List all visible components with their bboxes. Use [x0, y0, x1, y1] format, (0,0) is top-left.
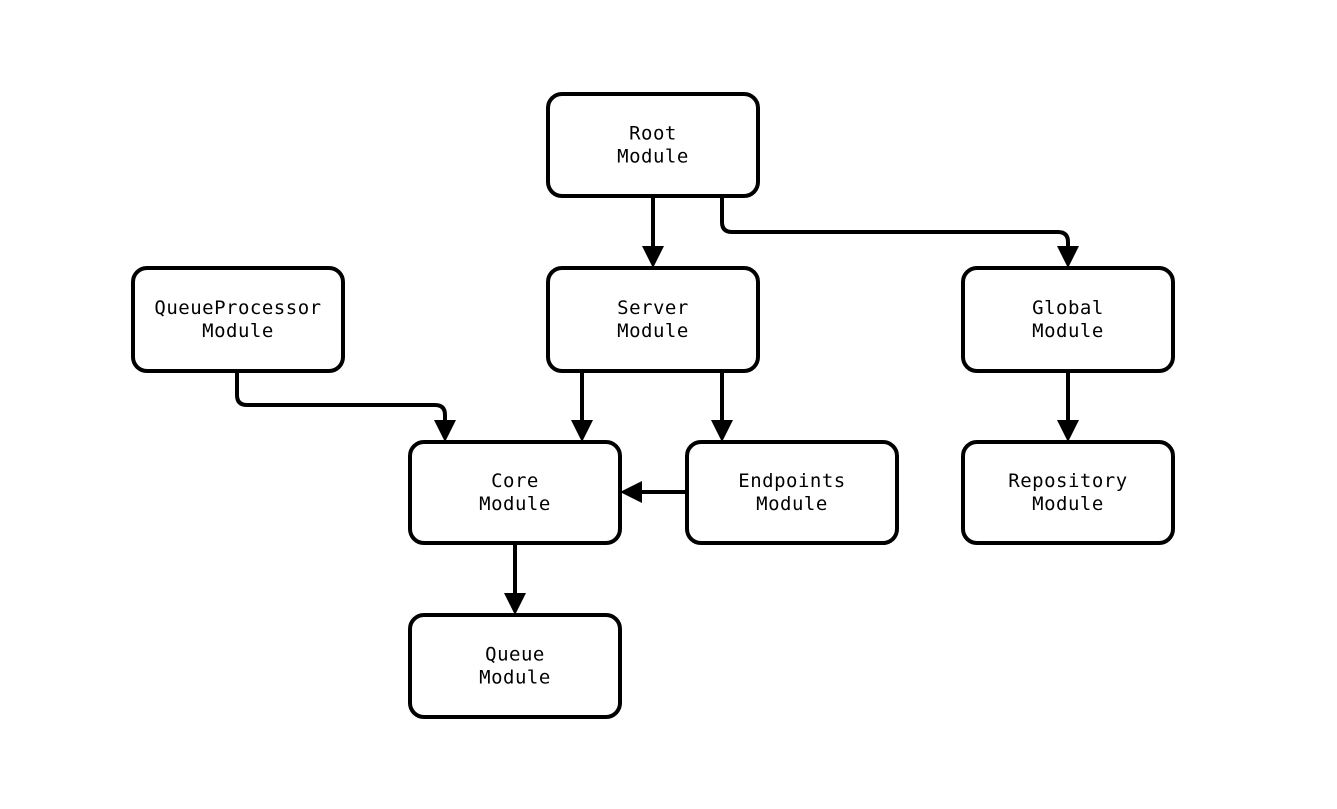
- node-label-line2: Module: [1032, 320, 1104, 342]
- arrowhead-icon: [571, 420, 593, 442]
- node-label-line1: QueueProcessor: [154, 297, 321, 319]
- node-box[interactable]: [408, 613, 622, 719]
- edge-root-to-global: [720, 196, 1079, 268]
- edge-line: [720, 196, 1070, 252]
- edge-global-to-repository: [1057, 371, 1079, 442]
- node-box[interactable]: [961, 266, 1175, 373]
- node-label-line1: Global: [1032, 297, 1104, 319]
- node-box[interactable]: [408, 440, 622, 545]
- arrowhead-icon: [1057, 420, 1079, 442]
- edge-root-to-server: [642, 196, 664, 268]
- node-label-line1: Root: [629, 123, 677, 145]
- node-label-line2: Module: [479, 667, 551, 689]
- node-label-line2: Module: [479, 493, 551, 515]
- arrowhead-icon: [1057, 246, 1079, 268]
- arrowhead-icon: [434, 420, 456, 442]
- node-box[interactable]: [546, 266, 760, 373]
- node-label-line2: Module: [617, 320, 689, 342]
- arrowhead-icon: [504, 593, 526, 615]
- node-label-line2: Module: [756, 493, 828, 515]
- node-label-line1: Repository: [1008, 470, 1127, 492]
- nodes-layer: RootModuleQueueProcessorModuleServerModu…: [131, 92, 1175, 719]
- node-box[interactable]: [131, 266, 345, 373]
- node-box[interactable]: [546, 92, 760, 198]
- arrowhead-icon: [642, 246, 664, 268]
- node-label-line2: Module: [202, 320, 274, 342]
- edge-line: [235, 371, 447, 426]
- arrowhead-icon: [711, 420, 733, 442]
- node-label-line2: Module: [617, 146, 689, 168]
- edge-core-to-queue: [504, 543, 526, 615]
- node-box[interactable]: [685, 440, 899, 545]
- edge-server-to-core: [571, 371, 593, 442]
- node-label-line1: Queue: [485, 644, 545, 666]
- node-label-line1: Server: [617, 297, 689, 319]
- edge-server-to-endpoints: [711, 371, 733, 442]
- edge-queueprocessor-to-core: [235, 371, 456, 442]
- node-label-line1: Endpoints: [738, 470, 845, 492]
- edges-layer: [235, 196, 1079, 615]
- arrowhead-icon: [620, 481, 642, 503]
- node-label-line2: Module: [1032, 493, 1104, 515]
- node-label-line1: Core: [491, 470, 539, 492]
- node-box[interactable]: [961, 440, 1175, 545]
- edge-endpoints-to-core: [620, 481, 687, 503]
